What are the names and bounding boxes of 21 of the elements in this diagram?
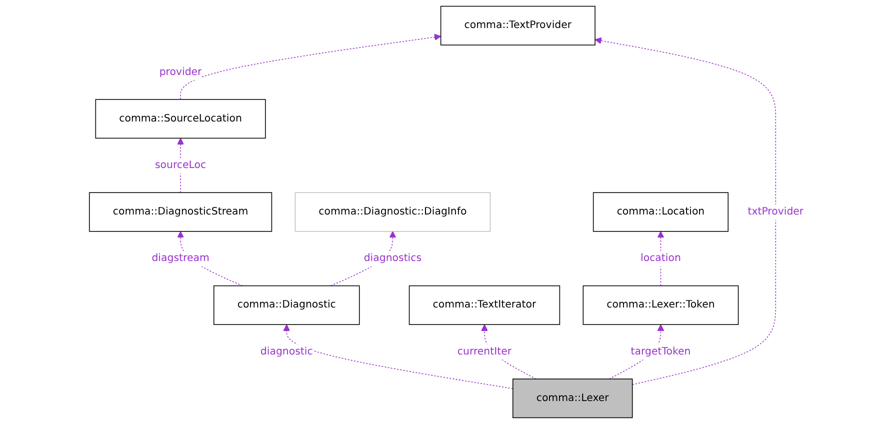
arrow [180,34,442,100]
node-box: comma::Diagnostic [213,285,360,325]
node-box: comma::DiagnosticStream [88,192,272,232]
node-box: comma::Lexer::Token [582,285,739,325]
arrow [594,37,776,386]
edge-label: diagnostic [260,346,313,358]
edge-label: sourceLoc [154,159,206,172]
node-box: comma::Location [592,192,729,232]
node-box: comma::SourceLocation [95,99,266,139]
arrow [283,324,514,390]
node-box: comma::Diagnostic::DiagInfo [294,192,491,232]
edge-label: txtProvider [748,206,804,218]
edge-label: diagnostics [364,252,422,264]
node-box: comma::TextIterator [408,285,560,325]
node-box: comma::TextProvider [440,6,596,46]
edge-label: location [640,252,681,264]
node-box: comma::Lexer [512,378,633,418]
edge-label: currentIter [457,346,512,358]
edge-label: provider [159,66,202,78]
edge-label: diagstream [152,252,210,264]
edge-label: targetToken [630,346,691,358]
